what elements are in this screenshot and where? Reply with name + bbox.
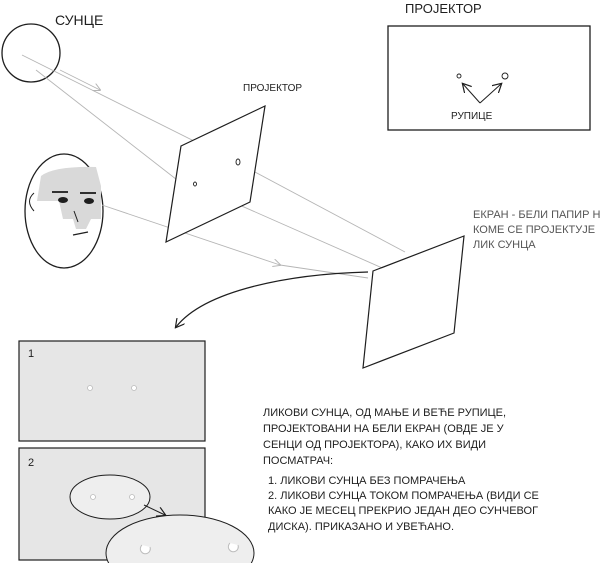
holes-arrow-left	[463, 84, 481, 104]
description-item-line-4: ДИСКА). ПРИКАЗАНО И УВЕЋАНО.	[268, 521, 454, 533]
sun-ray-lower	[35, 69, 191, 191]
projector-large-hole	[235, 158, 241, 166]
screen-label-line-3: ЛИК СУНЦА	[473, 239, 536, 251]
description-item-line-1: 1. ЛИКОВИ СУНЦА БЕЗ ПОМРАЧЕЊА	[268, 475, 466, 487]
sun-ray-arrow	[59, 69, 100, 90]
enlarge-arrow	[143, 504, 165, 515]
ray-to-screen-upper	[237, 162, 406, 253]
description-item-line-3: КАКО ЈЕ МЕСЕЦ ПРЕКРИО ЈЕДАН ДЕО СУНЧЕВОГ	[268, 505, 538, 517]
screen-label: ЕКРАН - БЕЛИ ПАПИР НА КОМЕ СЕ ПРОЈЕКТУЈЕ…	[473, 209, 600, 251]
screen-sheet	[362, 235, 465, 369]
observer-gaze-line	[101, 204, 280, 265]
holes-label: РУПИЦЕ	[451, 111, 493, 122]
observer-head	[24, 153, 104, 269]
observer-gaze-continuation	[279, 264, 369, 279]
detail-small-hole	[456, 73, 462, 79]
description-intro-line-2: ПРОЈЕКТОВАНИ НА БЕЛИ ЕКРАН (ОВДЕ ЈЕ У	[263, 423, 505, 435]
sun-label: СУНЦЕ	[55, 12, 103, 28]
description-item-line-2: 2. ЛИКОВИ СУНЦА ТОКОМ ПОМРАЧЕЊА (ВИДИ СЕ	[268, 490, 539, 502]
projector-sheet	[165, 104, 266, 244]
panel-1-small-image	[87, 385, 93, 391]
enlarged-large-crescent	[227, 542, 239, 553]
sun-circle	[1, 23, 61, 83]
panel-1-large-image	[131, 385, 137, 391]
description-intro-line-3: СЕНЦИ ОД ПРОЈЕКТОРА), КАКО ИХ ВИДИ	[263, 439, 486, 451]
description-intro-line-4: ПОСМАТРАЧ:	[263, 455, 333, 467]
description-intro-line-1: ЛИКОВИ СУНЦА, ОД МАЊЕ И ВЕЋЕ РУПИЦЕ,	[263, 407, 506, 419]
panel-2-eclipse-ellipse	[69, 474, 151, 520]
projector-middle-label: ПРОЈЕКТОР	[243, 83, 302, 94]
screen-label-line-1: ЕКРАН - БЕЛИ ПАПИР НА	[473, 209, 600, 221]
enlarged-small-crescent	[139, 544, 151, 555]
description-items: 1. ЛИКОВИ СУНЦА БЕЗ ПОМРАЧЕЊА 2. ЛИКОВИ …	[268, 475, 542, 533]
screen-to-panels-arrow	[176, 271, 369, 327]
projector-detail-box	[387, 25, 591, 131]
panel-2-number: 2	[28, 457, 34, 469]
projector-small-hole	[193, 181, 197, 187]
screen-label-line-2: КОМЕ СЕ ПРОЈЕКТУЈЕ	[473, 224, 595, 236]
projector-top-label: ПРОЈЕКТОР	[405, 1, 482, 16]
panel-2-large-image	[129, 494, 135, 500]
holes-arrow-right	[479, 84, 501, 104]
panel-2-small-image	[90, 494, 96, 500]
panel-1-number: 1	[28, 348, 34, 360]
description-intro: ЛИКОВИ СУНЦА, ОД МАЊЕ И ВЕЋЕ РУПИЦЕ, ПРО…	[263, 407, 509, 467]
detail-large-hole	[501, 72, 509, 80]
panel-1	[18, 340, 206, 442]
